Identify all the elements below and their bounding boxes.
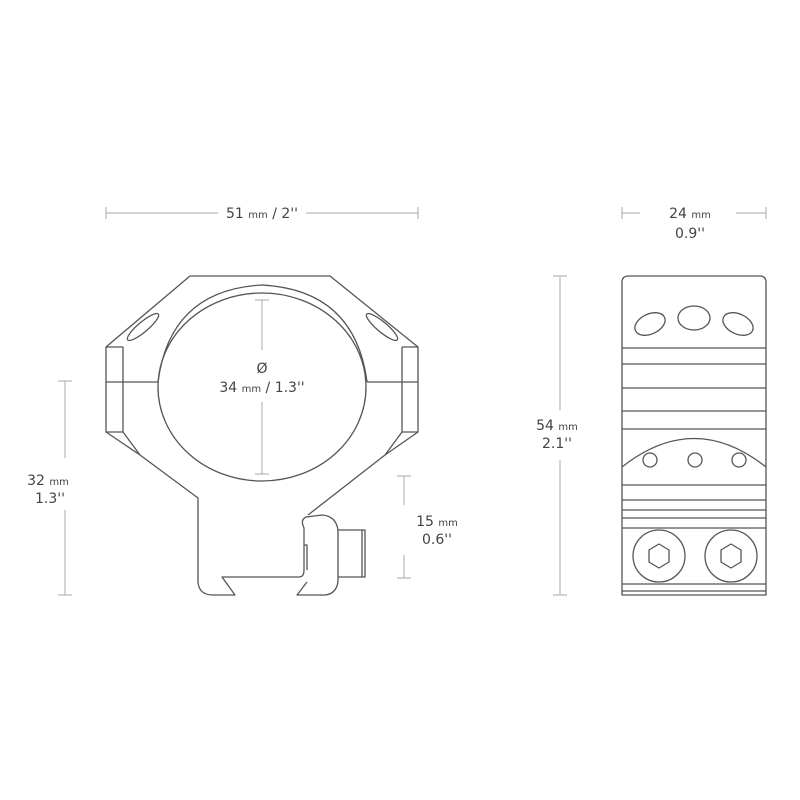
side-outline: [621, 275, 767, 596]
screw-hole-right: [365, 312, 399, 342]
hex-socket-icon: [648, 543, 670, 569]
hex-socket-icon: [720, 543, 742, 569]
hex-screw-left: [632, 529, 686, 583]
base-height-label: 15 mm: [416, 514, 458, 530]
center-height-label: 32 mm: [27, 473, 69, 489]
small-hole-1: [642, 452, 658, 468]
side-grooves: [622, 347, 766, 592]
side-view: [621, 275, 767, 596]
bevel-lines: [106, 346, 418, 456]
clamp-notch: [304, 544, 308, 570]
bore-label: 34 mm / 1.3'': [219, 380, 304, 396]
base-height-imperial: 0.6'': [422, 532, 452, 548]
dimension-lines: [58, 207, 767, 596]
screw-hole-left: [126, 312, 160, 342]
center-height-imperial: 1.3'': [35, 491, 65, 507]
side-arc: [621, 437, 767, 468]
top-hole-2: [677, 305, 711, 331]
ring-outline: [105, 275, 419, 596]
depth-imperial: 0.9'': [675, 226, 705, 242]
total-height-imperial: 2.1'': [542, 436, 572, 452]
small-hole-2: [687, 452, 703, 468]
top-hole-3: [722, 312, 754, 336]
small-hole-3: [731, 452, 747, 468]
width-label: 51 mm / 2'': [226, 206, 298, 222]
scope-bore: [157, 292, 367, 482]
depth-label: 24 mm: [669, 206, 711, 222]
clamp-bolt: [338, 529, 366, 578]
top-hole-1: [634, 312, 666, 336]
front-view: [105, 275, 419, 596]
total-height-label: 54 mm: [536, 418, 578, 434]
hex-screw-right: [704, 529, 758, 583]
bore-symbol: Ø: [256, 361, 267, 377]
top-cap-arc: [157, 284, 368, 383]
